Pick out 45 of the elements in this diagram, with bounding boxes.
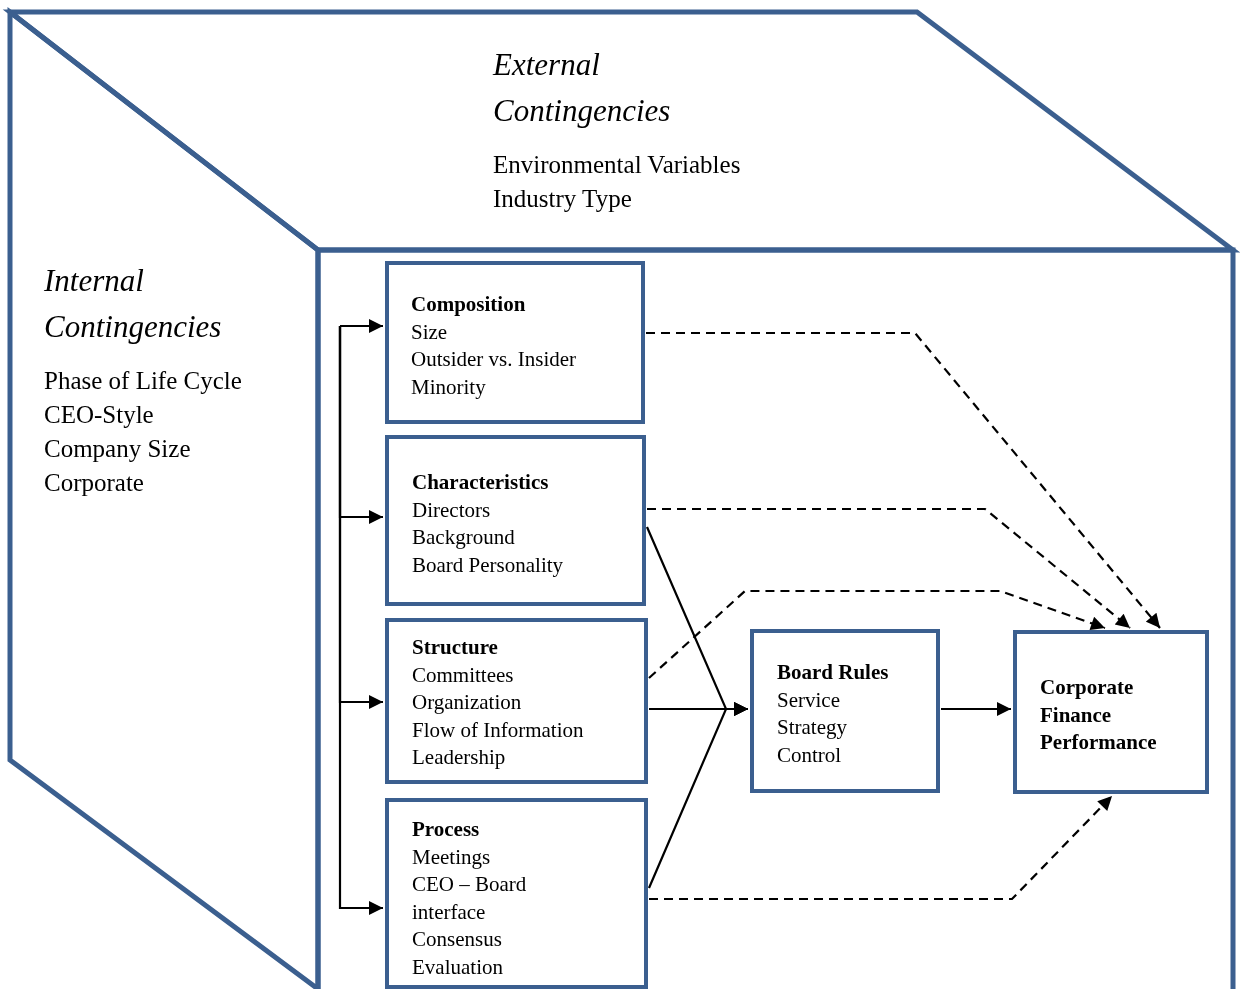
dashed-arrow xyxy=(648,589,1106,679)
box-item: Organization xyxy=(412,689,523,716)
factor-box xyxy=(1013,630,1209,794)
contingency-item: Environmental Variables xyxy=(493,150,742,180)
box-item: Background xyxy=(412,524,516,551)
box-item: Committees xyxy=(412,661,515,689)
dashed-arrow xyxy=(647,507,1131,629)
arrow xyxy=(340,319,383,333)
box-heading: Composition xyxy=(411,291,527,318)
box-heading: Characteristics xyxy=(412,469,550,496)
box-item: Evaluation xyxy=(412,953,504,981)
arrow xyxy=(941,702,1011,716)
box-item: Board Personality xyxy=(412,551,565,579)
dashed-arrow xyxy=(646,331,1161,629)
face-heading: Internal Contingencies xyxy=(44,262,223,346)
arrow xyxy=(338,326,383,915)
box-heading: Process xyxy=(412,816,481,843)
box-heading: Board Rules xyxy=(777,659,890,686)
box-item: Consensus xyxy=(412,926,503,953)
factor-box xyxy=(385,798,648,989)
contingency-item: Phase of Life Cycle xyxy=(44,366,243,396)
box-item: Leadership xyxy=(412,744,507,771)
face-heading: External Contingencies xyxy=(493,46,672,130)
box-item: Size xyxy=(411,318,449,346)
box-heading: Structure xyxy=(412,634,499,661)
box-item: Meetings xyxy=(412,843,492,871)
arrow xyxy=(648,702,748,889)
box-item: Outsider vs. Insider xyxy=(411,346,578,373)
dashed-arrow xyxy=(649,795,1113,901)
factor-box xyxy=(385,618,648,784)
factor-box xyxy=(750,629,940,793)
box-item: Service xyxy=(777,686,841,714)
box-item: Flow of Information xyxy=(412,716,585,744)
box-item: Minority xyxy=(411,373,487,401)
box-item: Strategy xyxy=(777,714,848,741)
contingency-item: Company Size xyxy=(44,434,192,464)
box-item: Control xyxy=(777,741,843,769)
box-item: Directors xyxy=(412,496,492,524)
box-item: CEO – Board interface xyxy=(412,871,528,926)
factor-box xyxy=(385,435,646,606)
contingency-item: Corporate xyxy=(44,468,145,498)
factor-box xyxy=(385,261,645,424)
contingency-item: Industry Type xyxy=(493,184,633,214)
contingency-item: CEO-Style xyxy=(44,400,155,430)
box-heading: Corporate Finance Performance xyxy=(1040,674,1158,756)
